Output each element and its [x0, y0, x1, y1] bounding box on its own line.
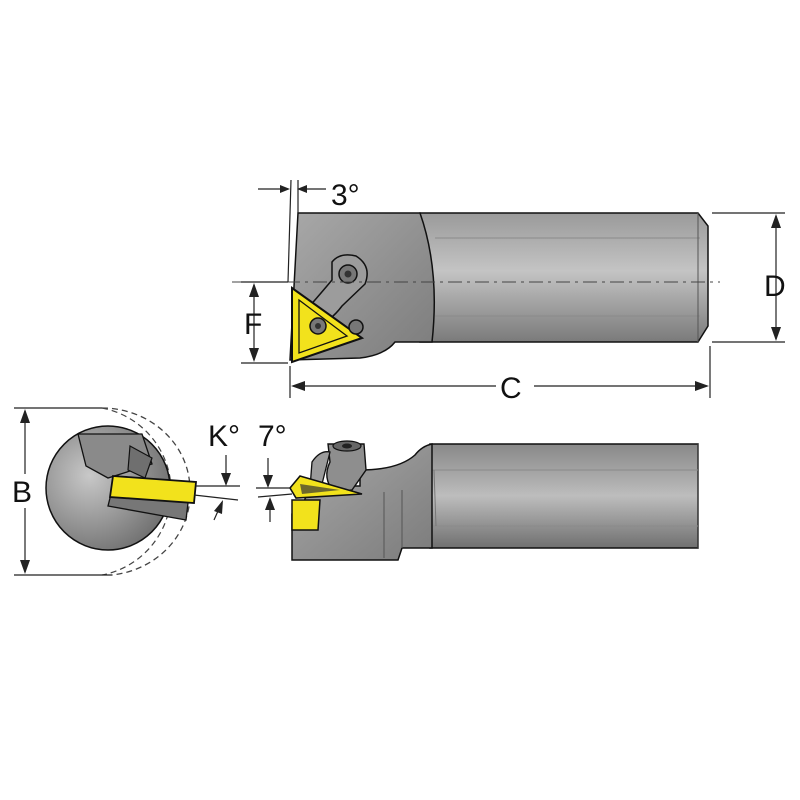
- side-shank: [429, 443, 699, 549]
- top-view: [232, 212, 720, 364]
- insert-top: [291, 286, 365, 364]
- angle-7-dim: 7°: [256, 420, 293, 522]
- insert-end: [108, 475, 197, 504]
- dim-f-label: F: [244, 308, 262, 341]
- dim-c-label: C: [500, 372, 522, 405]
- end-view: [45, 407, 197, 576]
- angle-3-label: 3°: [331, 179, 360, 212]
- top-shank: [419, 212, 709, 343]
- dim-d-label: D: [764, 270, 786, 303]
- side-view: [289, 440, 699, 561]
- angle-k-label: K°: [208, 420, 240, 453]
- dim-d: D: [712, 212, 786, 343]
- dim-b: B: [12, 407, 112, 576]
- dim-f: F: [241, 281, 288, 364]
- dim-b-label: B: [12, 476, 32, 509]
- angle-7-label: 7°: [258, 420, 287, 453]
- dim-c: C: [289, 346, 711, 405]
- angle-k-dim: K°: [193, 420, 240, 521]
- side-clamp: [326, 443, 367, 493]
- angle-3-dim: 3°: [258, 179, 360, 283]
